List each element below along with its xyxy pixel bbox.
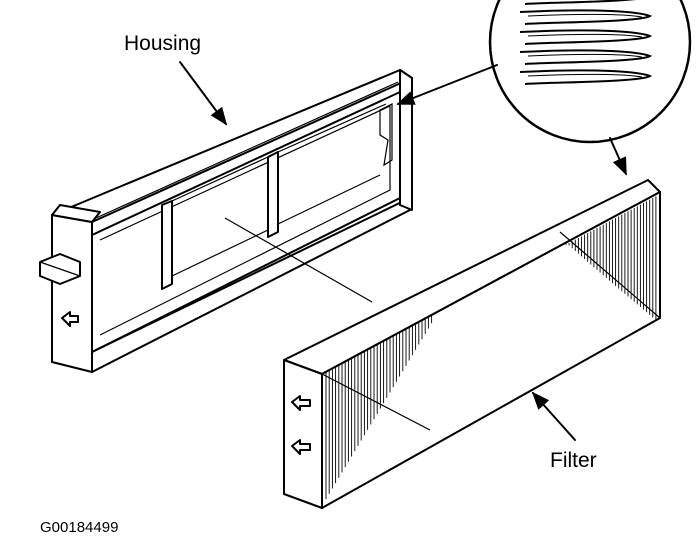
pointer-arrow [609, 137, 627, 176]
figure-code: G00184499 [40, 519, 118, 536]
left-arrow-icon [291, 439, 311, 455]
housing-label: Housing [124, 32, 201, 55]
housing-leader-arrow [179, 61, 228, 126]
housing-frame [39, 69, 413, 373]
filter-label: Filter [550, 449, 597, 472]
pointer-arrow [396, 64, 498, 105]
filter-leader-arrow [531, 391, 576, 441]
alignment-line [224, 217, 373, 303]
filter-element [283, 179, 661, 509]
left-arrow-icon [291, 395, 311, 411]
magnified-pleat-detail [488, 0, 692, 144]
left-arrow-icon [61, 311, 79, 327]
